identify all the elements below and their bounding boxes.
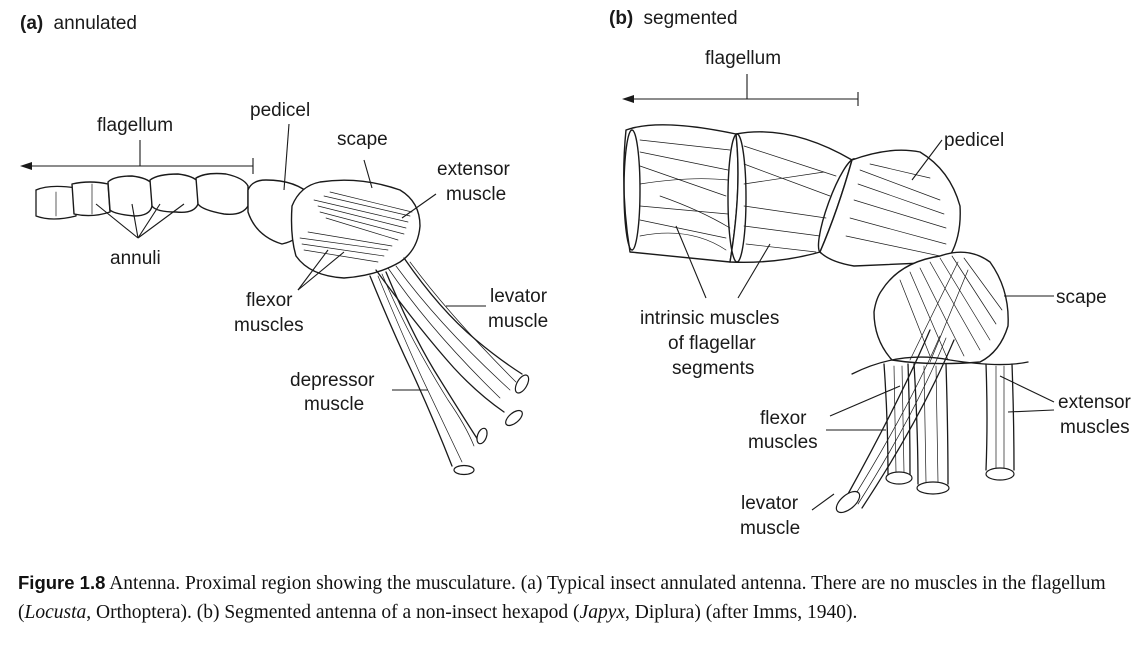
panel-b-scape: [873, 251, 1009, 365]
figure-caption: Figure 1.8 Antenna. Proximal region show…: [18, 568, 1133, 627]
panel-b-pedicel-label: pedicel: [944, 130, 1004, 151]
panel-a-scape-label: scape: [337, 129, 388, 150]
caption-text-1: Antenna. Proximal region showing the mus…: [18, 573, 1106, 623]
panel-a-flagellum-arrow: [20, 140, 254, 174]
caption-text-2: , Orthoptera). (b) Segmented antenna of …: [86, 602, 580, 623]
panel-b-intrinsic-label-1: intrinsic muscles: [640, 308, 779, 329]
panel-a-depressor-muscle: [369, 271, 488, 476]
caption-text-3: , Diplura) (after Imms, 1940).: [625, 602, 858, 623]
panel-a-flagellum-label: flagellum: [97, 115, 173, 136]
panel-b-heading: (b) segmented: [609, 8, 738, 29]
panel-a-scape: [290, 179, 421, 279]
panel-b-scape-label: scape: [1056, 287, 1107, 308]
panel-a-levator-label-2: muscle: [488, 311, 548, 332]
figure-number: Figure 1.8: [18, 572, 106, 593]
panel-b-intrinsic-label-3: segments: [672, 358, 754, 379]
panel-b-flagellum-arrow: [622, 74, 859, 106]
panel-a-annuli-segments: [35, 172, 249, 220]
panel-b-flexor-label: flexor: [760, 408, 807, 429]
caption-italic-1: Locusta: [24, 602, 87, 623]
panel-b-extensor-label-2: muscles: [1060, 417, 1130, 438]
panel-b-intrinsic-label-2: of flagellar: [668, 333, 756, 354]
figure-illustration: (a) annulated flagellum pedicel: [20, 8, 1132, 539]
panel-a-flexor-label: flexor: [246, 290, 293, 311]
panel-a-depressor-label-2: muscle: [304, 394, 364, 415]
panel-b-tag: (b): [609, 8, 633, 29]
panel-b: (b) segmented flagellum: [609, 8, 1132, 539]
panel-a-depressor-label: depressor: [290, 370, 375, 391]
panel-b-levator-muscle: [835, 329, 955, 514]
panel-b-extensor-muscles: [985, 363, 1015, 481]
panel-a-title: annulated: [54, 13, 137, 34]
panel-b-flexor-label-2: muscles: [748, 432, 818, 453]
panel-b-extensor-label: extensor: [1058, 392, 1132, 413]
panel-a-heading: (a) annulated: [20, 13, 137, 34]
panel-b-flagellum-label: flagellum: [705, 48, 781, 69]
panel-a-extensor-label-2: muscle: [446, 184, 506, 205]
panel-b-levator-label-2: muscle: [740, 518, 800, 539]
panel-a-pedicel-label: pedicel: [250, 100, 310, 121]
panel-a: (a) annulated flagellum pedicel: [20, 13, 548, 476]
panel-a-levator-label: levator: [490, 286, 548, 307]
panel-a-tag: (a): [20, 13, 43, 34]
panel-a-annuli-label: annuli: [110, 248, 161, 269]
panel-a-annuli-leaders: [95, 203, 185, 239]
panel-b-title: segmented: [644, 8, 738, 29]
panel-b-pedicel: [819, 149, 961, 267]
panel-a-flexor-label-2: muscles: [234, 315, 304, 336]
panel-a-extensor-label: extensor: [437, 159, 511, 180]
panel-b-levator-label: levator: [741, 493, 799, 514]
caption-italic-2: Japyx: [579, 602, 626, 623]
